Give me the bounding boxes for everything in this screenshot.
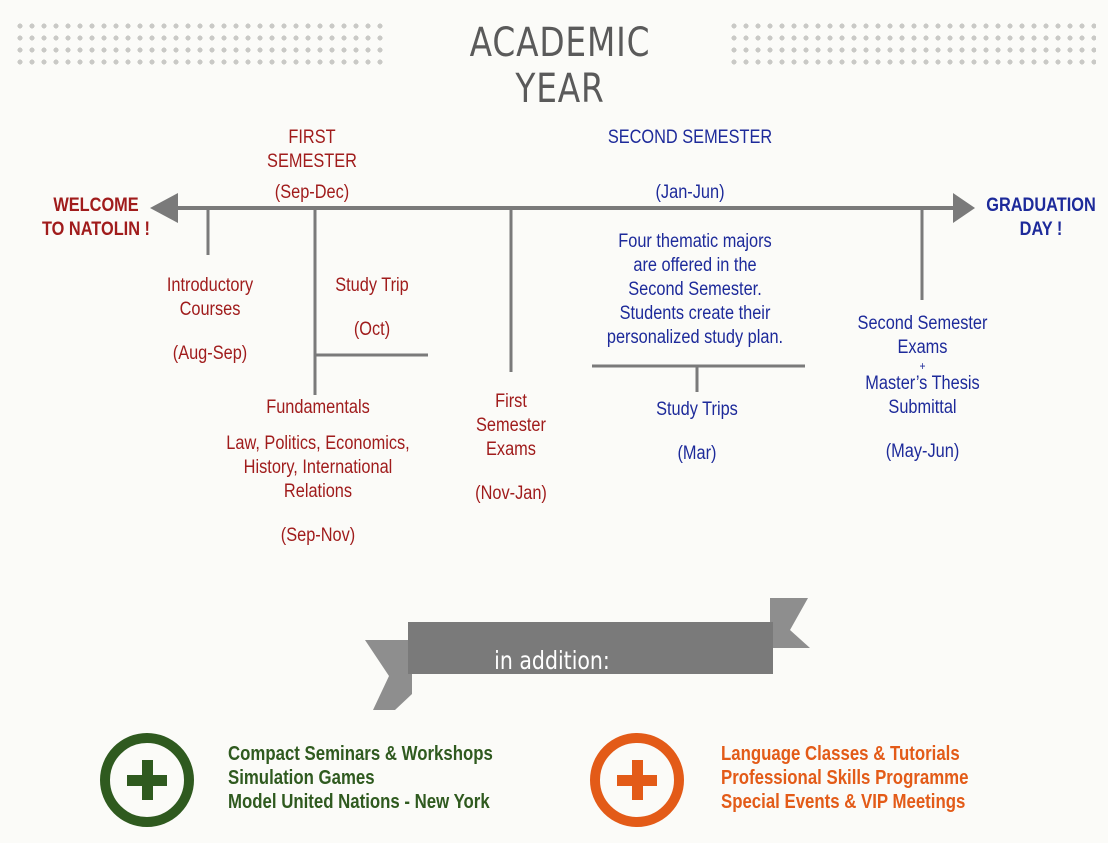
event-study-trip: Study Trip (Oct) — [320, 274, 423, 342]
fundamentals-line2: History, International — [243, 457, 393, 478]
study-trips-label: Study Trips — [656, 399, 738, 420]
intro-line2: Courses — [179, 299, 241, 320]
orange-item: Special Events & VIP Meetings — [721, 791, 966, 813]
orange-activities-list: Language Classes & Tutorials Professiona… — [721, 742, 968, 814]
intro-dates: (Aug-Sep) — [172, 343, 248, 364]
second-exams-plus: + — [919, 359, 926, 373]
second-exams-line3: Master’s Thesis — [865, 373, 980, 394]
majors-line3: Second Semester. — [628, 279, 762, 300]
majors-line4: Students create their — [619, 303, 771, 324]
event-fundamentals: Fundamentals Law, Politics, Economics, H… — [215, 396, 421, 548]
page-title: ACADEMIC YEAR — [469, 20, 651, 112]
in-addition-ribbon-label: in addition: — [494, 646, 610, 675]
orange-circle — [590, 733, 684, 827]
study-trip-label: Study Trip — [335, 275, 409, 296]
intro-line1: Introductory — [166, 275, 254, 296]
fundamentals-line3: Relations — [283, 481, 353, 502]
event-first-exams: First Semester Exams (Nov-Jan) — [463, 390, 559, 506]
graduation-line1: GRADUATION — [986, 195, 1096, 216]
study-trips-dates: (Mar) — [677, 443, 717, 464]
second-semester-dates: (Jan-Jun) — [655, 182, 725, 203]
orange-item: Language Classes & Tutorials — [721, 743, 960, 765]
event-introductory: Introductory Courses (Aug-Sep) — [150, 274, 270, 366]
first-semester-label: FIRST SEMESTER — [267, 127, 357, 172]
timeline-arrow-left — [150, 193, 178, 223]
ribbon-tail-left — [365, 640, 412, 710]
event-study-trips: Study Trips (Mar) — [637, 398, 757, 466]
green-circle — [100, 733, 194, 827]
timeline-arrow-right — [953, 193, 975, 223]
graduation-line2: DAY ! — [1019, 219, 1063, 240]
green-item: Model United Nations - New York — [228, 791, 490, 813]
welcome-line2: TO NATOLIN ! — [41, 219, 151, 240]
first-exams-line2: Semester — [476, 415, 546, 436]
orange-item: Professional Skills Programme — [721, 767, 969, 789]
graduation-label: GRADUATION DAY ! — [985, 194, 1097, 242]
welcome-label: WELCOME TO NATOLIN ! — [32, 194, 159, 242]
ribbon-band — [408, 622, 773, 674]
green-item: Compact Seminars & Workshops — [228, 743, 493, 765]
fundamentals-line1: Law, Politics, Economics, — [226, 433, 410, 454]
first-exams-dates: (Nov-Jan) — [475, 483, 547, 504]
header-dots-left — [14, 20, 386, 66]
header-dots-right — [728, 20, 1096, 66]
second-semester-label: SECOND SEMESTER — [607, 127, 773, 148]
majors-line1: Four thematic majors — [618, 231, 772, 252]
first-exams-line3: Exams — [486, 439, 536, 460]
event-majors: Four thematic majors are offered in the … — [596, 230, 794, 350]
ribbon-tail-right — [770, 598, 810, 648]
green-activities-list: Compact Seminars & Workshops Simulation … — [228, 742, 493, 814]
green-item: Simulation Games — [228, 767, 375, 789]
second-exams-dates: (May-Jun) — [885, 441, 960, 462]
fundamentals-label: Fundamentals — [266, 397, 370, 418]
second-exams-line2: Exams — [897, 337, 948, 358]
majors-line2: are offered in the — [633, 255, 757, 276]
first-exams-line1: First — [495, 391, 527, 412]
second-exams-line1: Second Semester — [857, 313, 988, 334]
study-trip-dates: (Oct) — [353, 319, 391, 340]
fundamentals-dates: (Sep-Nov) — [280, 525, 356, 546]
event-second-exams: Second Semester Exams + Master’s Thesis … — [843, 312, 1002, 464]
welcome-line1: WELCOME — [53, 195, 139, 216]
second-exams-line4: Submittal — [888, 397, 957, 418]
first-semester-dates: (Sep-Dec) — [274, 182, 350, 203]
majors-line5: personalized study plan. — [606, 327, 784, 348]
